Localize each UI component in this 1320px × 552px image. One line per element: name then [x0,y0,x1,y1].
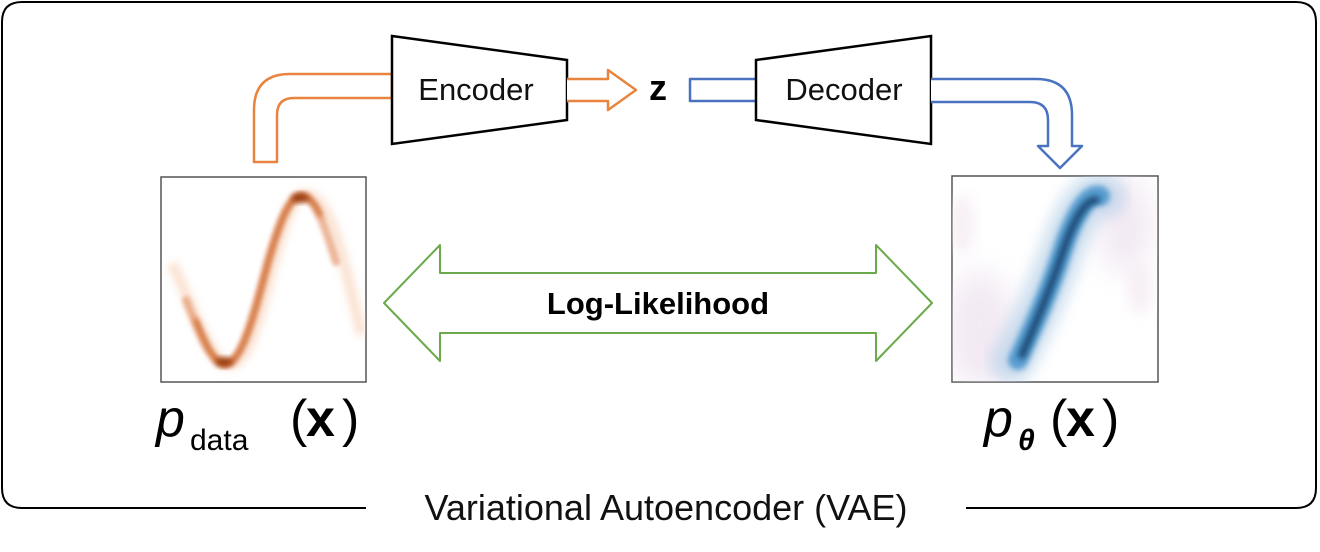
model-distribution-label: p θ ( x ) [982,390,1119,457]
decoder-label: Decoder [785,72,902,107]
log-likelihood-arrow [383,244,933,362]
log-likelihood-label: Log-Likelihood [547,286,769,321]
decoder-block [754,34,933,146]
theta-subscript: θ [1018,424,1035,457]
latent-variable: z [649,67,667,108]
paren-close: ) [1102,390,1119,448]
input-pipe-arrow [252,72,394,164]
p-symbol: p [982,390,1013,448]
paren-open: ( [1050,390,1068,448]
data-distribution-plot [160,176,367,383]
frame-border [1,1,1317,509]
data-distribution-label: p data ( x ) [154,390,359,457]
frame-caption: Variational Autoencoder (VAE) [425,487,908,528]
x-variable: x [306,390,335,448]
paren-open: ( [290,390,308,448]
data-subscript: data [190,424,249,457]
encoder-block [390,34,569,146]
model-density-plot [951,175,1159,383]
paren-close: ) [342,390,359,448]
output-pipe-arrow [931,77,1084,170]
encoder-label: Encoder [418,72,533,107]
p-symbol: p [154,390,185,448]
encoder-to-latent-arrow [567,68,638,112]
x-variable: x [1066,390,1095,448]
latent-to-decoder-arrow [688,77,756,103]
